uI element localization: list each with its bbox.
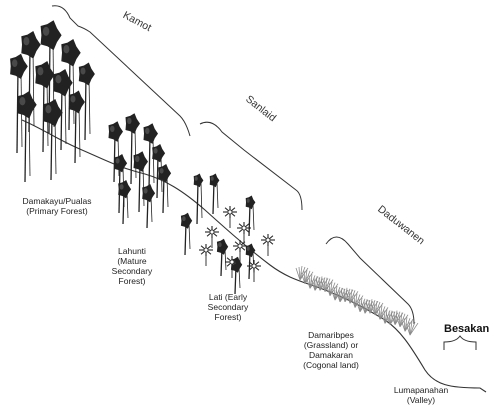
zone-brackets (51, 5, 477, 350)
tree-icon (125, 113, 140, 185)
tree-icon (21, 31, 41, 133)
sanlaid-bracket (199, 121, 303, 211)
shrub-icon (205, 226, 219, 248)
tree-icon (68, 90, 85, 164)
tree-icon (108, 121, 123, 183)
zone-besakan-label: Besakan (444, 323, 490, 335)
besakan-bracket (443, 335, 477, 350)
tree-icon (53, 69, 73, 151)
shrub-icon (223, 206, 237, 228)
tree-icon (209, 173, 220, 215)
tree-icon (245, 195, 256, 237)
tree-icon (10, 53, 28, 154)
tree-group (10, 20, 275, 295)
tree-icon (35, 61, 55, 153)
daduwanen-bracket (325, 236, 415, 325)
label-grassland: Damaribpes (Grassland) or Damakaran (Cog… (303, 330, 359, 370)
tree-icon (118, 180, 132, 225)
tree-icon (78, 62, 95, 141)
tree-icon (193, 173, 204, 225)
shrub-icon (233, 240, 247, 262)
tree-icon (143, 123, 158, 190)
tree-icon (133, 151, 148, 213)
shrub-icon (225, 256, 239, 278)
kamot-bracket (51, 5, 191, 137)
tree-icon (245, 243, 256, 280)
grass-group (295, 265, 419, 336)
tree-icon (180, 212, 193, 256)
tree-icon (216, 238, 229, 277)
tree-icon (142, 184, 156, 229)
tree-icon (43, 99, 63, 181)
grass-tuft (405, 321, 419, 336)
shrub-icon (199, 244, 213, 266)
tree-icon (61, 39, 81, 131)
label-early-secondary: Lati (Early Secondary Forest) (207, 292, 249, 322)
shrub-icon (237, 222, 251, 244)
shrub-icon (261, 234, 275, 256)
slope-ground-line (21, 119, 487, 393)
label-primary-forest: Damakayu/Pualas (Primary Forest) (22, 196, 92, 216)
shrub-icon (247, 260, 261, 282)
label-valley: Lumapanahan (Valley) (393, 385, 449, 405)
tree-icon (158, 164, 172, 214)
label-mature-secondary: Lahunti (Mature Secondary Forest) (111, 246, 153, 286)
tree-icon (17, 91, 37, 183)
grass-tuft (350, 293, 364, 308)
